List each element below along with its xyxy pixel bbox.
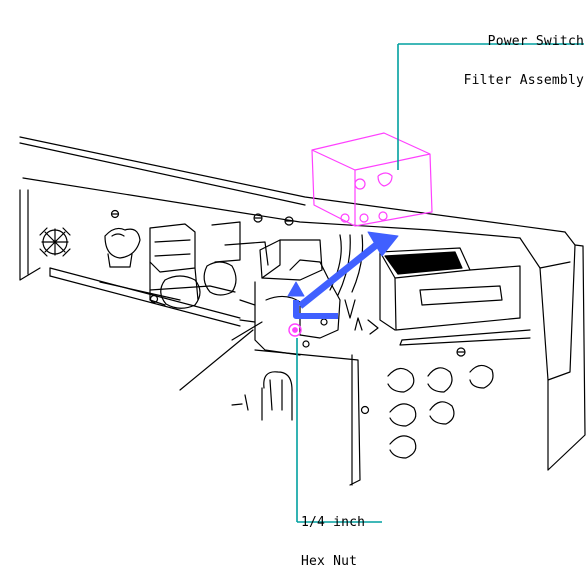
callout-line: Power Switch	[487, 34, 584, 49]
callout-label-power-switch-filter-assembly: Power Switch Filter Assembly	[398, 9, 584, 100]
screw-heads	[110, 209, 466, 415]
callout-line: 1/4 inch	[301, 515, 366, 530]
callout-line: Filter Assembly	[463, 73, 584, 88]
fan-part	[39, 227, 71, 257]
chassis-line-art	[19, 136, 586, 486]
callout-label-hex-nut: 1/4 inch Hex Nut	[301, 490, 365, 581]
power-switch-filter-assembly	[311, 132, 433, 227]
removal-direction-arrow	[287, 231, 399, 319]
callout-line: Hex Nut	[301, 554, 358, 569]
callout-leader-lines	[296, 43, 584, 523]
vent-holes	[387, 364, 494, 459]
disassembly-diagram	[19, 43, 586, 523]
hex-nut-part	[288, 323, 302, 337]
